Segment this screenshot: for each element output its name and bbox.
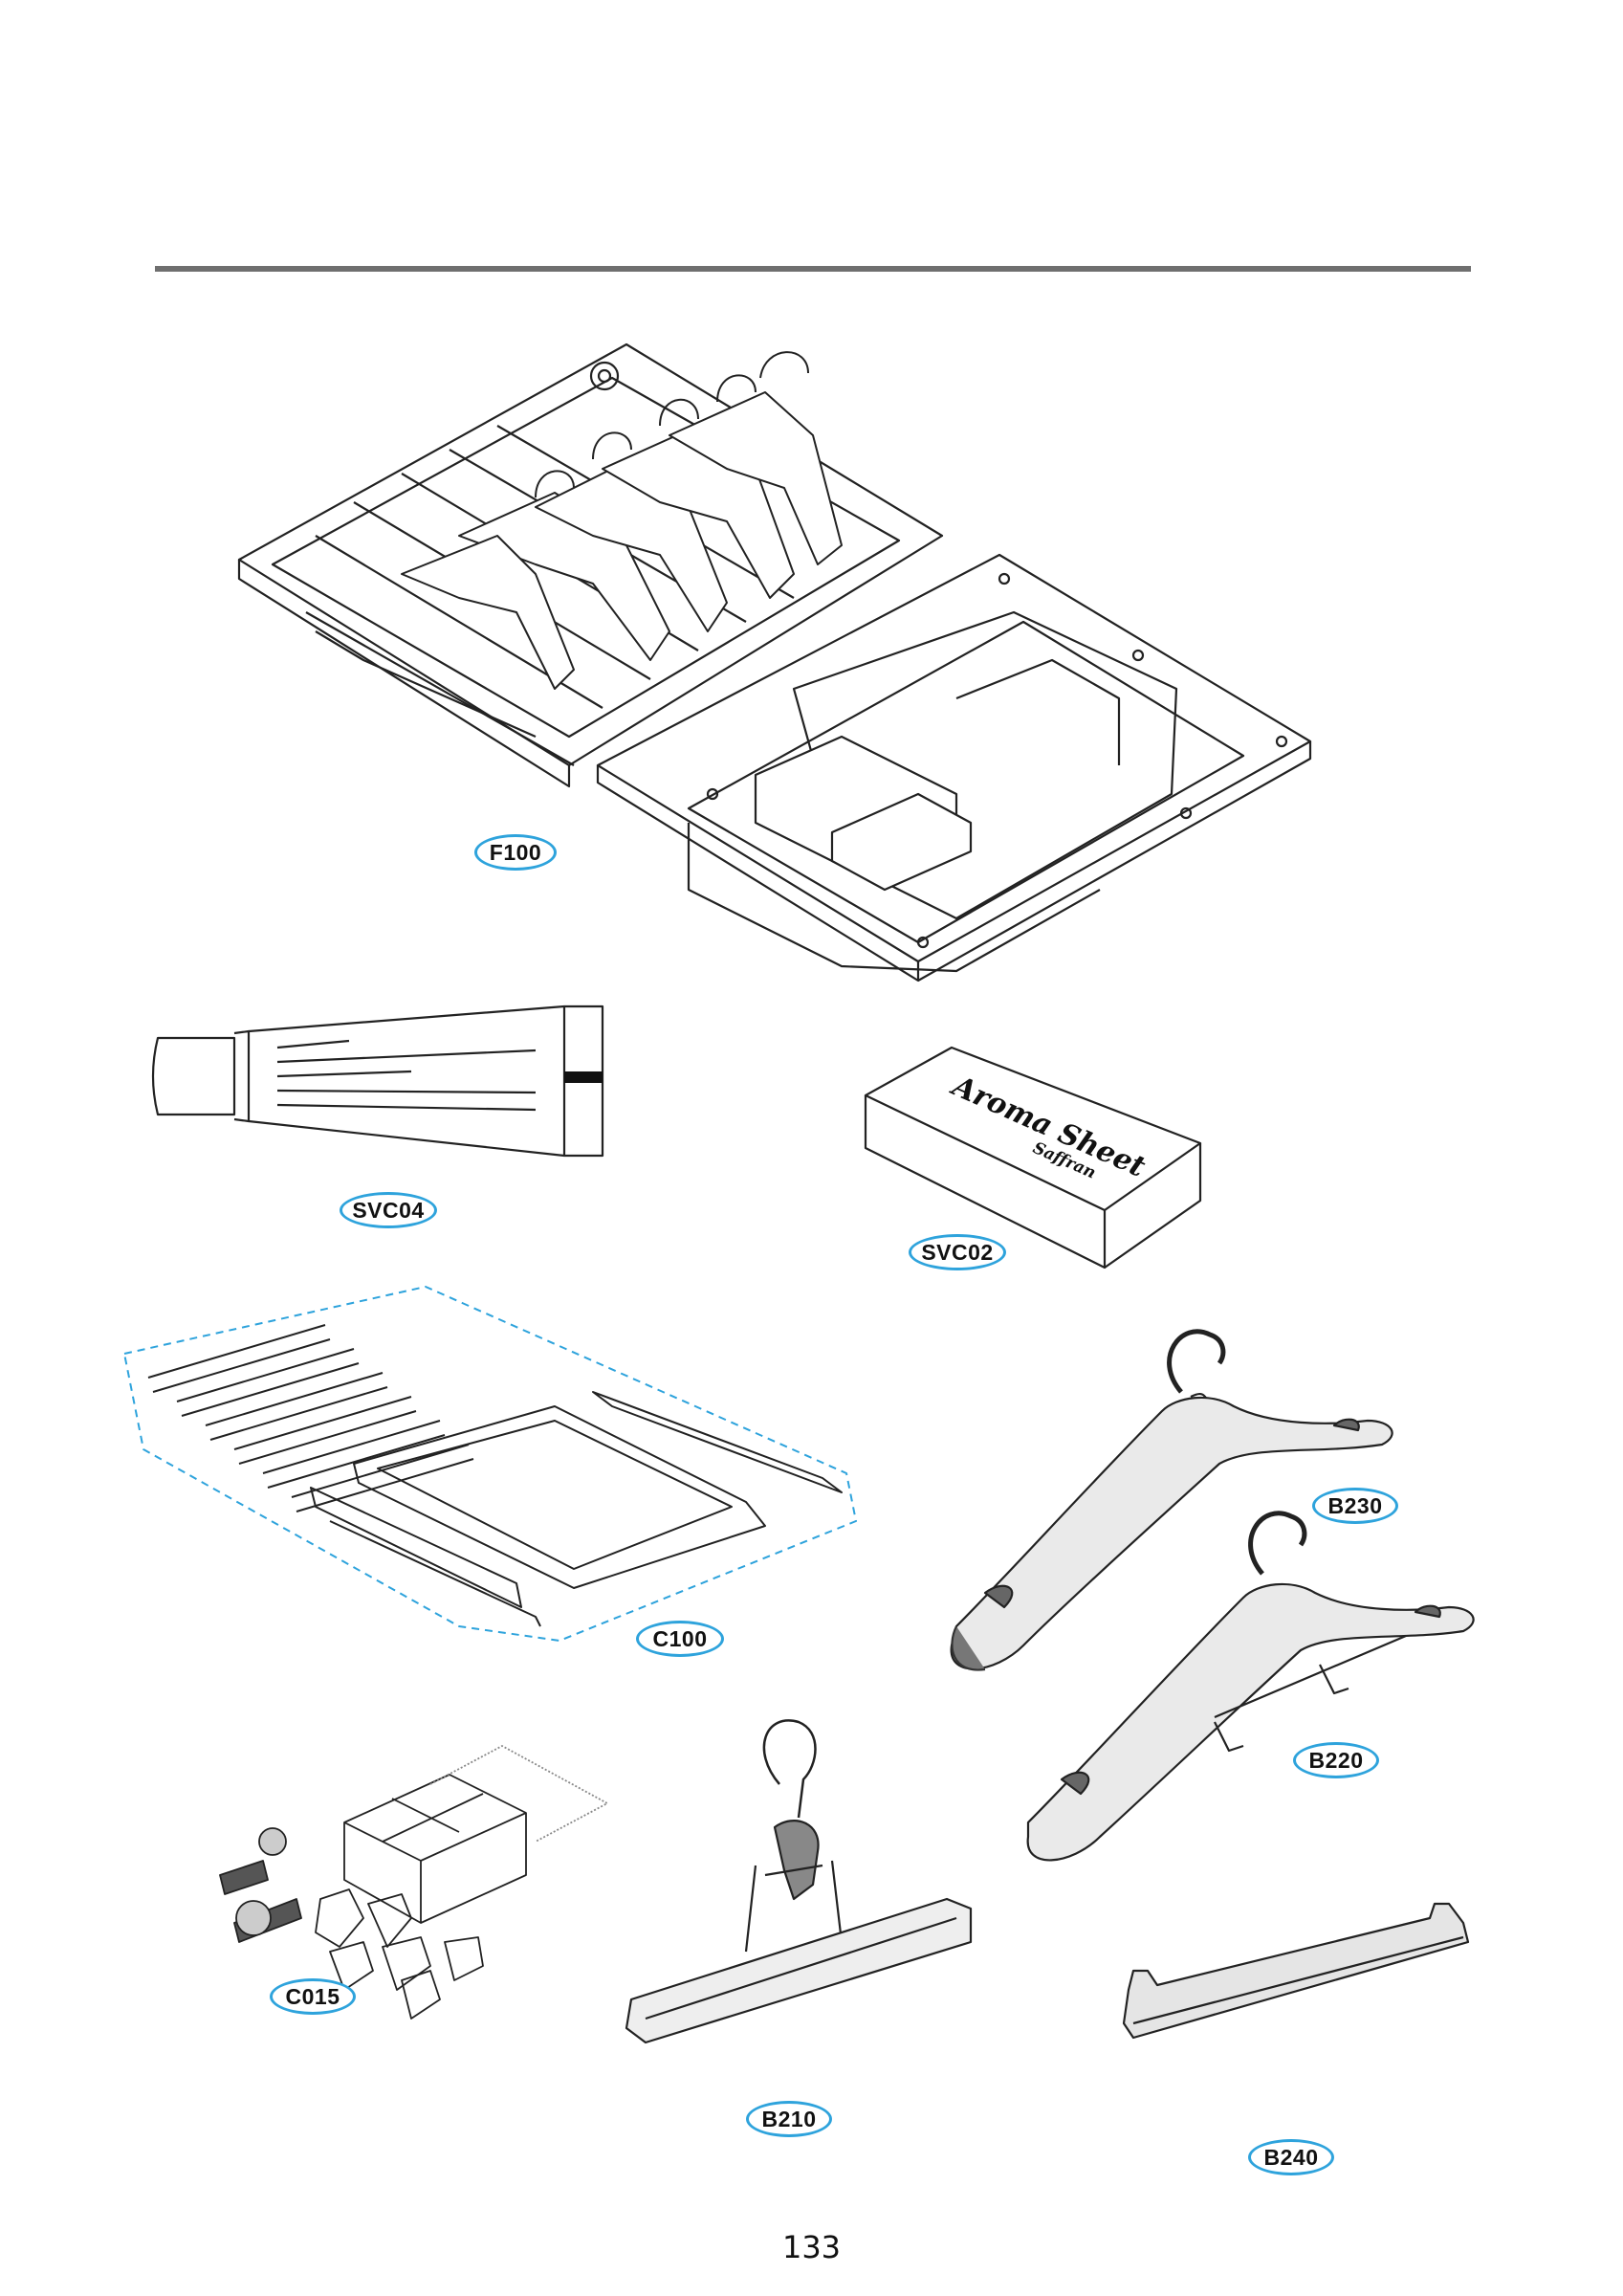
label-b240: B240 xyxy=(1248,2139,1334,2175)
hanger-b230 xyxy=(950,1329,1393,1671)
tray-hangers xyxy=(401,351,843,690)
tube-svc04 xyxy=(151,1004,604,1158)
aroma-box-svc02 xyxy=(864,1046,1202,1269)
tray-right-panel xyxy=(596,553,1312,982)
label-c100: C100 xyxy=(636,1621,724,1657)
bar-b240 xyxy=(1122,1902,1470,2040)
label-f100: F100 xyxy=(474,834,557,871)
label-b230: B230 xyxy=(1312,1488,1398,1524)
header-rule xyxy=(155,266,1471,272)
hardware-c015 xyxy=(219,1745,608,2020)
label-svc04: SVC04 xyxy=(340,1192,437,1228)
c100-frame xyxy=(310,1391,843,1627)
hanger-b220 xyxy=(1026,1511,1475,1862)
label-svc02: SVC02 xyxy=(909,1234,1006,1270)
label-b220: B220 xyxy=(1293,1742,1379,1778)
page-number: 133 xyxy=(781,2229,842,2265)
c100-dashed-outline xyxy=(123,1286,857,1642)
label-c015: C015 xyxy=(270,1978,356,2015)
hanger-b210 xyxy=(625,1719,973,2044)
c100-rods xyxy=(147,1324,474,1512)
label-b210: B210 xyxy=(746,2101,832,2137)
